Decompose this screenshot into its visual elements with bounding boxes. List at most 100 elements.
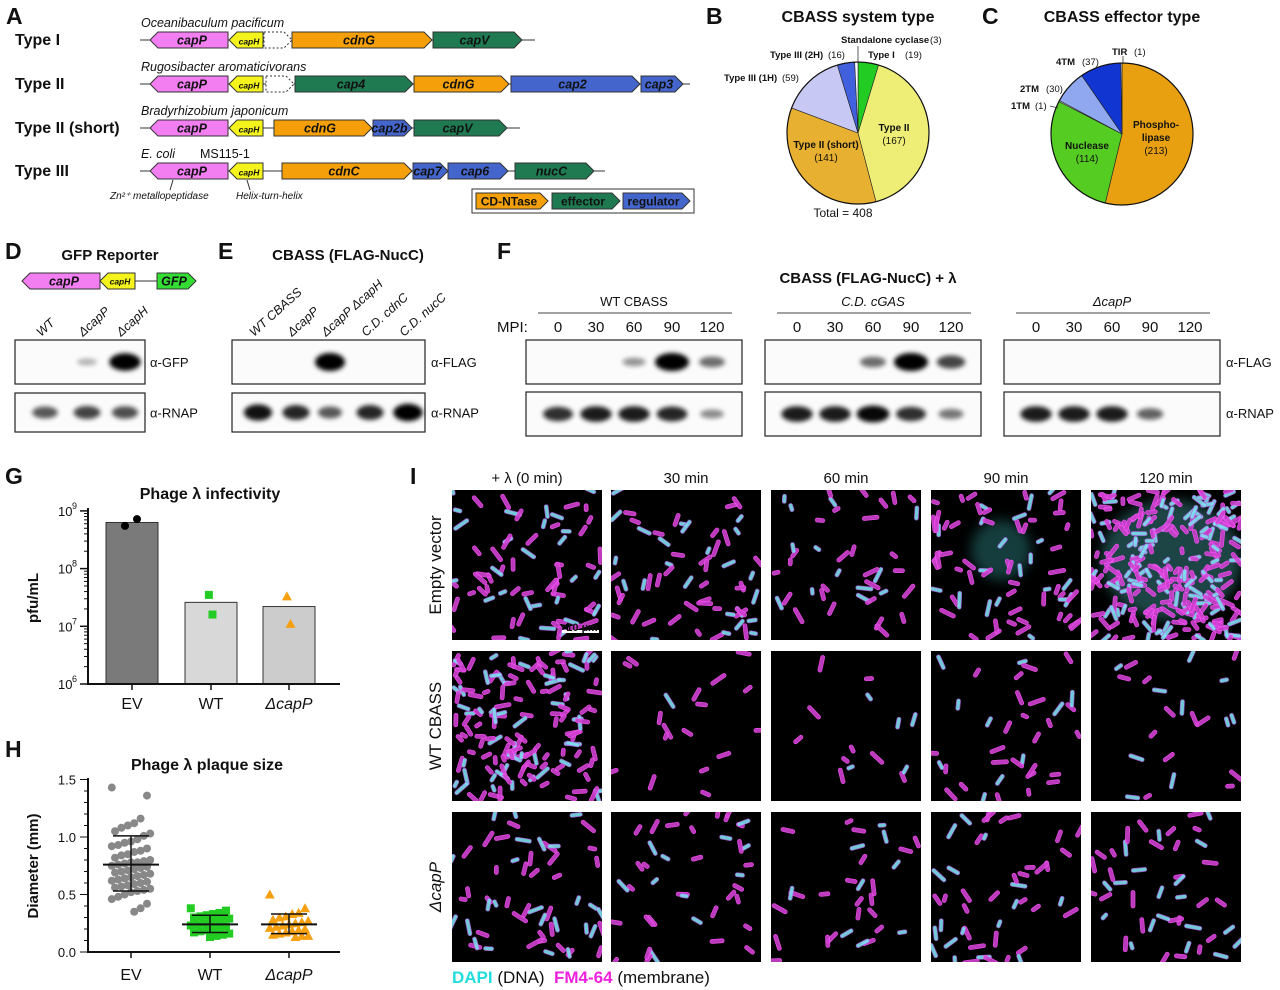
gene-label: capP [177, 78, 208, 92]
y-tick-label: 0.0 [58, 945, 76, 960]
cell [1187, 585, 1204, 597]
cell [453, 518, 470, 531]
cell [1197, 490, 1207, 500]
cell [452, 507, 463, 514]
cell [456, 657, 466, 672]
cell [870, 878, 877, 897]
x-tick-label: WT [199, 696, 224, 713]
blot-band [655, 353, 689, 371]
data-point [123, 866, 132, 875]
cell [1106, 580, 1121, 591]
y-tick-label: 0.5 [58, 888, 76, 903]
cell [1217, 625, 1229, 632]
gene-label: cap2b [371, 122, 407, 136]
cell [567, 623, 583, 632]
cell [790, 542, 797, 554]
antibody-label: α-RNAP [1226, 406, 1274, 421]
cell [467, 749, 476, 756]
cell [1028, 552, 1034, 565]
cell [1061, 577, 1073, 592]
cell [596, 945, 602, 959]
cell [943, 763, 949, 775]
cell [1178, 618, 1188, 625]
cell [552, 916, 560, 933]
cell [482, 669, 491, 686]
cell [556, 677, 567, 683]
cell [1151, 687, 1168, 694]
blot-band [856, 405, 890, 423]
cell [731, 496, 743, 510]
gene-arrow-cdnC [281, 162, 413, 180]
cell [914, 505, 920, 521]
column-header: 30 min [663, 470, 708, 487]
cell [710, 527, 720, 539]
cell [689, 825, 697, 834]
gene-arrow-GFP [156, 272, 197, 290]
cell [1144, 567, 1153, 579]
cell [1144, 631, 1152, 640]
cell [827, 601, 837, 616]
cell [583, 503, 589, 513]
cell [897, 929, 908, 936]
panel-letter-b: B [706, 3, 723, 29]
blot-band [622, 357, 646, 367]
cell [1219, 677, 1230, 684]
cell [611, 612, 621, 620]
cell [1173, 590, 1180, 608]
cell [633, 824, 643, 836]
cell [644, 946, 653, 960]
cell [537, 659, 549, 670]
cell [817, 655, 826, 673]
cell [1102, 880, 1113, 892]
timepoint-label: 90 [1142, 319, 1159, 336]
cell [504, 896, 511, 909]
blot-band [1096, 406, 1128, 422]
timepoint-label: 0 [554, 319, 562, 336]
data-point [196, 912, 205, 921]
blot-band [111, 406, 139, 419]
cell [586, 515, 594, 525]
cell [1046, 779, 1061, 786]
data-point [146, 869, 155, 878]
cell [1091, 629, 1099, 640]
cell [983, 955, 999, 962]
cell [588, 923, 598, 939]
micrograph-tile [771, 490, 921, 640]
cell [1011, 898, 1020, 910]
cell [513, 696, 524, 703]
blot-band [109, 353, 141, 371]
cell [1042, 586, 1052, 592]
cell [506, 820, 521, 830]
cell [932, 893, 943, 906]
chart-title: Phage λ infectivity [140, 486, 281, 503]
group-label: C.D. cGAS [841, 294, 905, 309]
slice-label: 4TM [1056, 57, 1075, 68]
cell [1214, 595, 1226, 612]
cell [1049, 771, 1062, 778]
cell [753, 727, 761, 733]
panel-letter-e: E [218, 238, 233, 264]
cell [733, 526, 741, 536]
pie-title: CBASS effector type [1044, 9, 1201, 26]
cell [548, 651, 562, 657]
blot-band [32, 406, 58, 419]
cell [1165, 563, 1174, 572]
cell [1229, 712, 1237, 725]
cell [544, 905, 554, 922]
slice-label: Type II [879, 123, 910, 134]
cell [580, 819, 596, 834]
cell [891, 859, 901, 870]
gene-label: nucC [536, 165, 568, 179]
cell [672, 512, 681, 527]
cell [845, 877, 858, 884]
cell [579, 704, 592, 715]
cell [621, 578, 629, 592]
cell [984, 716, 993, 728]
x-tick-label: WT [198, 967, 223, 984]
cell [1026, 493, 1034, 511]
cell [890, 490, 898, 505]
micrograph-tile [611, 490, 761, 640]
cell [623, 510, 637, 517]
cell [1201, 859, 1219, 866]
cell [543, 504, 550, 519]
